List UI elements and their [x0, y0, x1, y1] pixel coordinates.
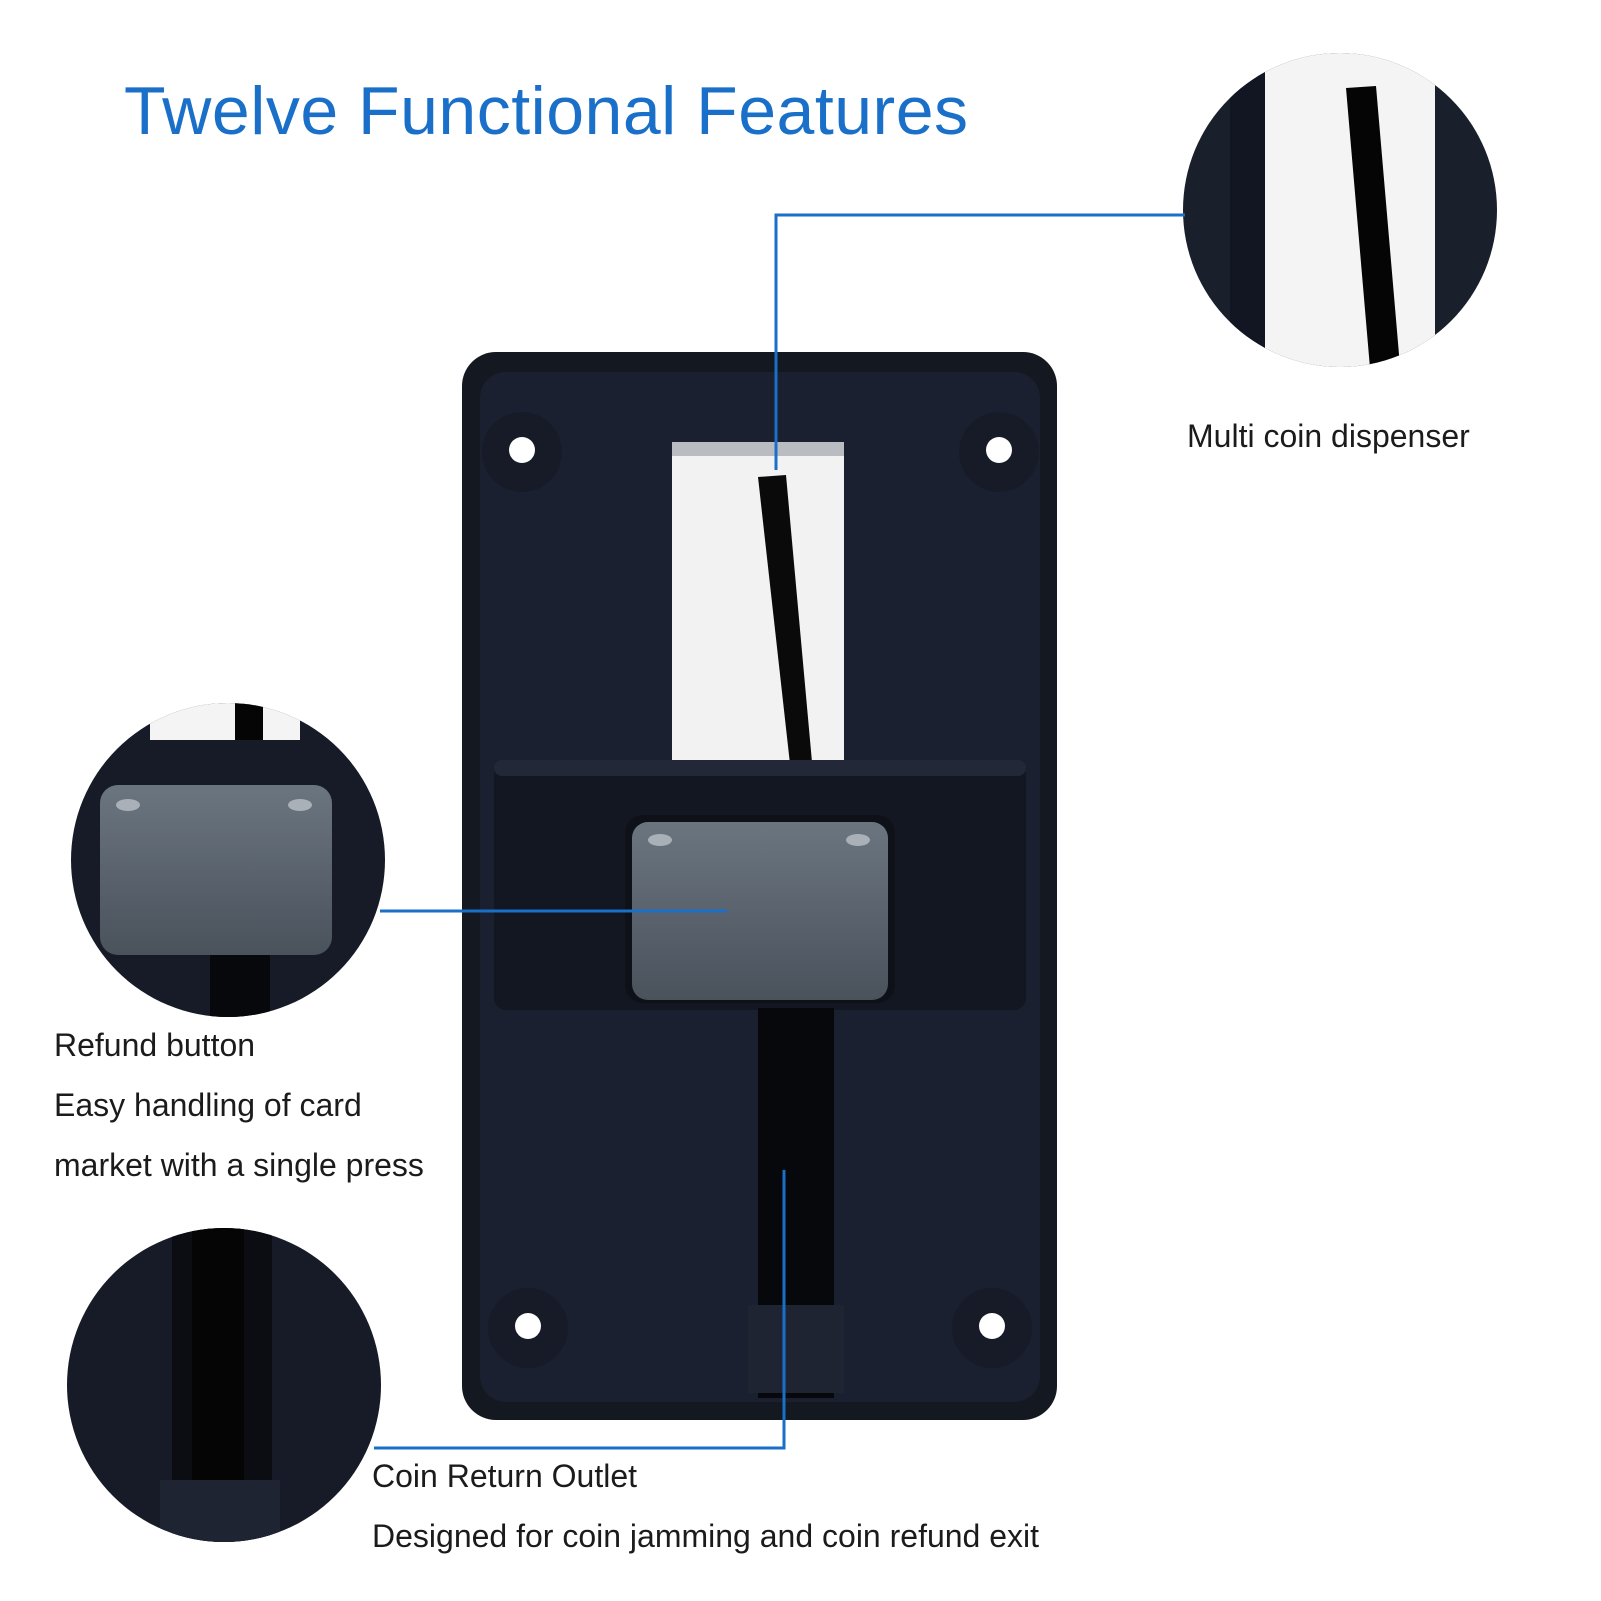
mount-hole-icon [515, 1313, 541, 1339]
callout-line-dispenser [774, 213, 1185, 470]
caption-line: Coin Return Outlet [372, 1458, 638, 1494]
caption-coin-return: Coin Return Outlet Designed for coin jam… [372, 1446, 1039, 1566]
caption-refund-button: Refund button Easy handling of card mark… [54, 1015, 424, 1195]
caption-line: Refund button [54, 1027, 256, 1063]
caption-dispenser: Multi coin dispenser [1187, 406, 1470, 466]
coin-slot [758, 475, 812, 764]
mount-hole-icon [509, 437, 535, 463]
mount-hole-icon [986, 437, 1012, 463]
callout-lines [374, 213, 1185, 1450]
coin-slot-window [672, 442, 844, 760]
coin-return-zoom-icon [67, 1228, 381, 1542]
dispenser-zoom-icon [1183, 53, 1497, 367]
coin-mechanism-plate [462, 352, 1057, 1420]
refund-zoom-icon [71, 703, 385, 1017]
caption-line: Designed for coin jamming and coin refun… [372, 1518, 1040, 1554]
caption-line: Multi coin dispenser [1187, 418, 1470, 454]
callout-line-return [374, 1170, 786, 1450]
page-title: Twelve Functional Features [124, 73, 969, 149]
caption-line: Easy handling of card [54, 1087, 362, 1123]
mount-hole-icon [979, 1313, 1005, 1339]
refund-button-icon [632, 822, 888, 1000]
caption-line: market with a single press [54, 1147, 424, 1183]
